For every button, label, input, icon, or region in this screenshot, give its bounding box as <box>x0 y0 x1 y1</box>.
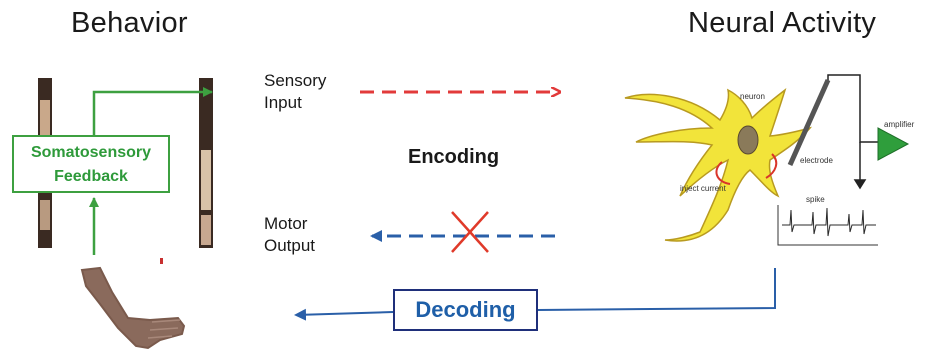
behavior-video-strip-right <box>199 78 213 248</box>
red-marker <box>160 258 163 264</box>
decoding-box: Decoding <box>393 289 538 331</box>
electrode-label: electrode <box>800 156 833 165</box>
sensory-input-label-line2: Input <box>264 93 302 112</box>
neuron-label: neuron <box>740 92 765 101</box>
decoding-path <box>294 268 776 321</box>
robot-arm-image <box>80 266 186 350</box>
spike-label: spike <box>806 195 825 204</box>
electrode-wiring <box>787 74 880 190</box>
somatosensory-feedback-box: Somatosensory Feedback <box>12 135 170 193</box>
feedback-label-line2: Feedback <box>54 168 128 185</box>
blocked-cross-icon <box>451 211 489 253</box>
behavior-heading: Behavior <box>71 7 188 39</box>
feedback-label-line1: Somatosensory <box>30 144 152 161</box>
neuron-illustration <box>624 87 813 242</box>
neural-activity-heading: Neural Activity <box>688 7 877 39</box>
inject-current-label: inject current <box>680 184 726 193</box>
decoding-label: Decoding <box>415 297 516 322</box>
amplifier-icon <box>877 127 910 161</box>
motor-output-label-line1: Motor <box>264 214 308 233</box>
amplifier-label: amplifier <box>884 120 915 129</box>
spike-trace <box>777 205 878 246</box>
motor-output-label-line2: Output <box>264 236 316 255</box>
feedback-loop-arrows <box>89 87 213 255</box>
sensory-input-label-line1: Sensory <box>264 71 327 90</box>
encoding-label: Encoding <box>408 146 500 168</box>
